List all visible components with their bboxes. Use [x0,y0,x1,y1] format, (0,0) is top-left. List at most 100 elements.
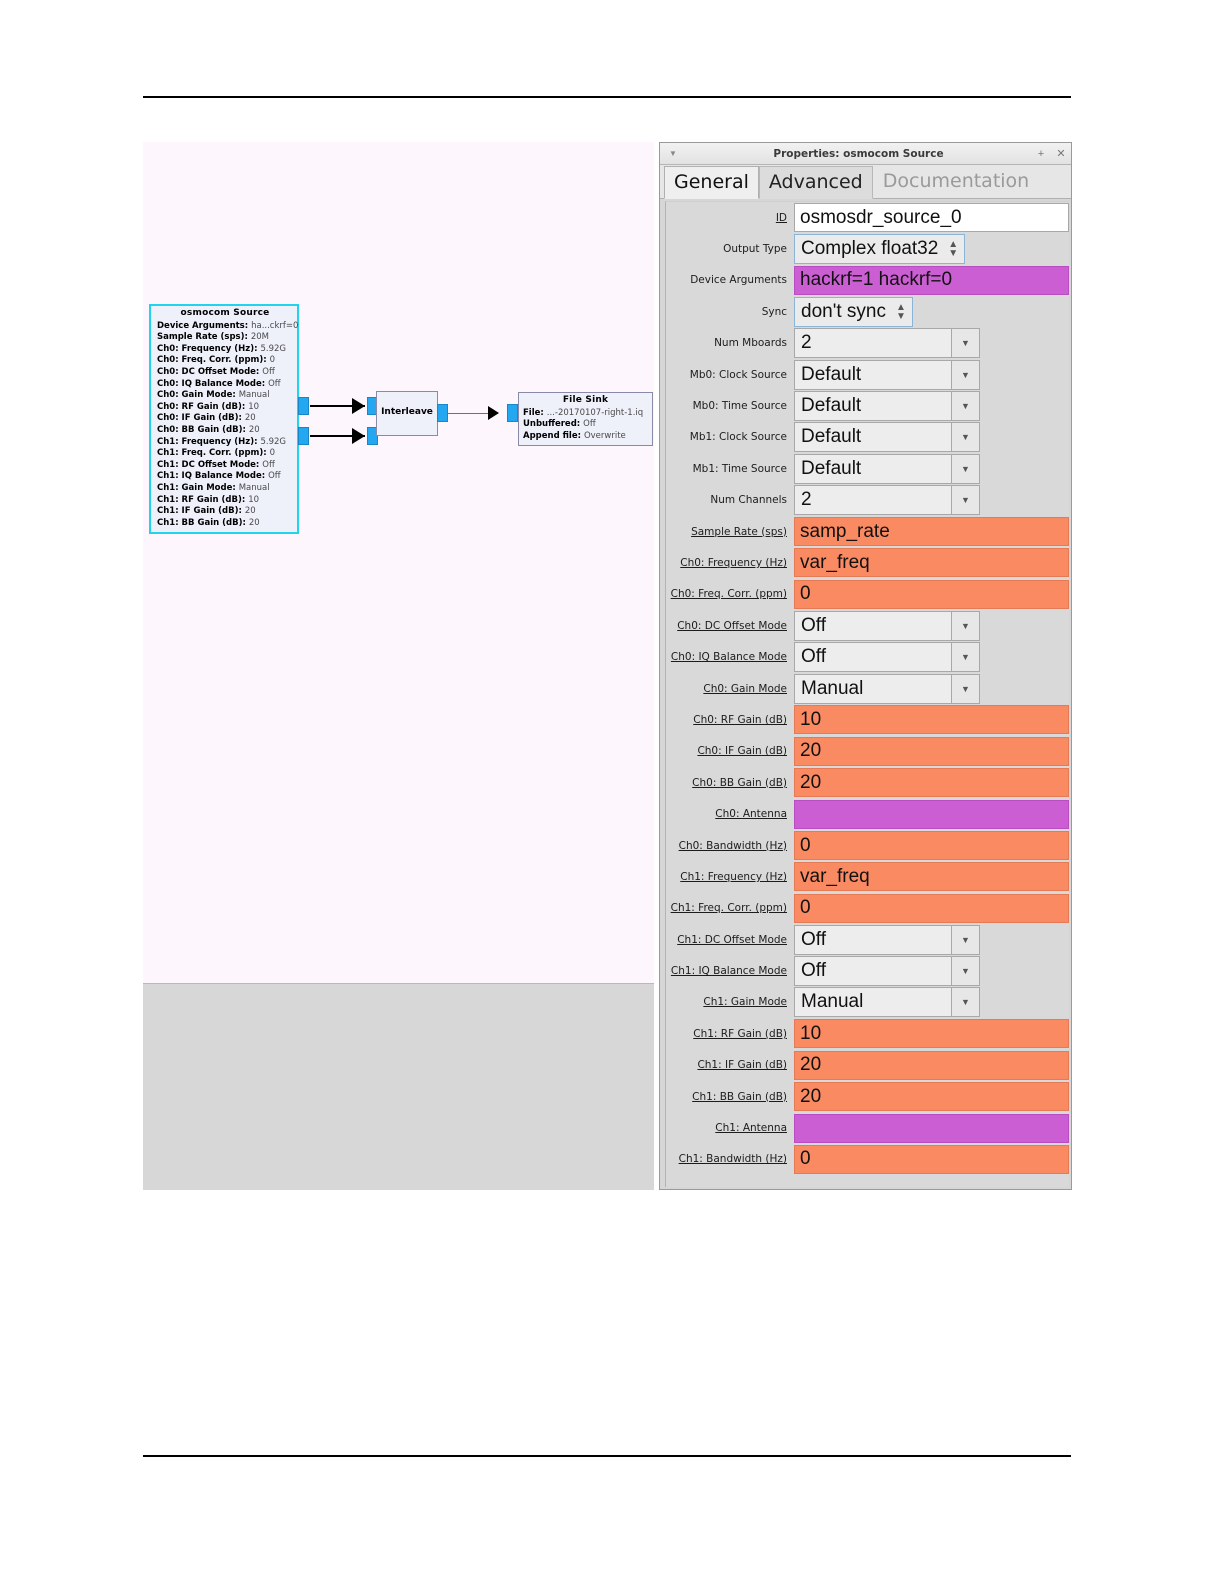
field-control[interactable]: 2▼ [794,328,1069,359]
field-control[interactable]: 0 [794,831,1069,861]
ch1-frequency-hz-input[interactable]: var_freq [794,862,1069,892]
chevron-down-icon[interactable]: ▼ [669,149,677,158]
ch0-if-gain-db-input[interactable]: 20 [794,736,1069,766]
ch0-gain-mode-select[interactable]: Manual▼ [794,673,980,704]
tab-documentation[interactable]: Documentation [882,170,1030,192]
ch0-antenna-input[interactable] [794,799,1069,829]
chevron-down-icon[interactable]: ▼ [952,391,980,422]
ch0-rf-gain-db-input[interactable]: 10 [794,705,1069,735]
field-control[interactable]: 20 [794,1050,1069,1080]
field-control[interactable]: don't sync ▲▼ [794,296,1069,327]
field-control[interactable]: hackrf=1 hackrf=0 [794,265,1069,295]
chevron-down-icon[interactable]: ▼ [952,956,980,987]
field-control[interactable]: Default▼ [794,391,1069,422]
id-input[interactable]: osmosdr_source_0 [794,203,1069,233]
interleave-out-port[interactable] [437,404,448,422]
field-control[interactable]: var_freq [794,548,1069,578]
block-param-row: Ch1: RF Gain (dB): 10 [157,495,293,507]
field-control[interactable]: Off▼ [794,642,1069,673]
field-control[interactable]: Off▼ [794,610,1069,641]
updown-arrows-icon[interactable]: ▲▼ [895,301,906,322]
field-control[interactable]: Default▼ [794,359,1069,390]
field-control[interactable]: 0 [794,893,1069,923]
field-control[interactable]: osmosdr_source_0 [794,203,1069,233]
close-icon[interactable]: ✕ [1056,148,1066,160]
spinner-value: don't sync [801,300,886,322]
chevron-down-icon[interactable]: ▼ [952,924,980,955]
field-control[interactable]: var_freq [794,862,1069,892]
field-control[interactable] [794,799,1069,829]
field-control[interactable]: 10 [794,705,1069,735]
field-control[interactable]: 20 [794,736,1069,766]
source-port-1[interactable] [298,427,309,445]
ch0-dc-offset-mode-select[interactable]: Off▼ [794,610,980,641]
ch1-dc-offset-mode-select[interactable]: Off▼ [794,924,980,955]
dialog-titlebar[interactable]: ▼ Properties: osmocom Source + ✕ [660,143,1071,165]
chevron-down-icon[interactable]: ▼ [952,673,980,704]
mb1-time-source-select[interactable]: Default▼ [794,453,980,484]
ch1-freq-corr-ppm-input[interactable]: 0 [794,893,1069,923]
field-control[interactable]: 0 [794,579,1069,609]
num-channels-select[interactable]: 2▼ [794,485,980,516]
ch0-freq-corr-ppm-input[interactable]: 0 [794,579,1069,609]
chevron-down-icon[interactable]: ▼ [952,359,980,390]
ch1-bb-gain-db-input[interactable]: 20 [794,1082,1069,1112]
block-interleave[interactable]: Interleave [376,391,438,436]
chevron-down-icon[interactable]: ▼ [952,328,980,359]
field-control[interactable]: Default▼ [794,422,1069,453]
mb0-time-source-select[interactable]: Default▼ [794,391,980,422]
field-control[interactable]: 20 [794,1082,1069,1112]
ch1-bandwidth-hz-input[interactable]: 0 [794,1144,1069,1174]
mb1-clock-source-select[interactable]: Default▼ [794,422,980,453]
field-control[interactable]: Off▼ [794,924,1069,955]
ch0-bandwidth-hz-input[interactable]: 0 [794,831,1069,860]
field-control[interactable]: samp_rate [794,517,1069,547]
ch1-gain-mode-select[interactable]: Manual▼ [794,987,980,1018]
source-port-0[interactable] [298,397,309,415]
interleave-in-port-1[interactable] [367,427,378,445]
ch1-if-gain-db-input[interactable]: 20 [794,1050,1069,1080]
block-osmocom-source[interactable]: osmocom Source Device Arguments: ha...ck… [149,304,299,535]
field-control[interactable]: Manual▼ [794,987,1069,1018]
properties-dialog[interactable]: ▼ Properties: osmocom Source + ✕ General… [659,142,1072,1190]
ch0-bb-gain-db-input[interactable]: 20 [794,768,1069,798]
field-control[interactable]: 2▼ [794,485,1069,516]
mb0-clock-source-select[interactable]: Default▼ [794,359,980,390]
chevron-down-icon[interactable]: ▼ [952,485,980,516]
ch0-iq-balance-mode-select[interactable]: Off▼ [794,642,980,673]
chevron-down-icon[interactable]: ▼ [952,422,980,453]
ch1-antenna-input[interactable] [794,1113,1069,1143]
chevron-down-icon[interactable]: ▼ [952,642,980,673]
sync-spinner[interactable]: don't sync ▲▼ [794,296,913,327]
chevron-down-icon[interactable]: ▼ [952,987,980,1018]
field-control[interactable]: Off▼ [794,956,1069,987]
chevron-down-icon[interactable]: ▼ [952,610,980,641]
block-param-row: Ch0: BB Gain (dB): 20 [157,425,293,437]
ch0-frequency-hz-input[interactable]: var_freq [794,548,1069,578]
device-arguments-input[interactable]: hackrf=1 hackrf=0 [794,265,1069,295]
field-control[interactable]: Default▼ [794,453,1069,484]
tab-advanced[interactable]: Advanced [758,166,873,199]
tab-general[interactable]: General [664,166,759,199]
filesink-in-port[interactable] [507,404,518,422]
sample-rate-sps-input[interactable]: samp_rate [794,517,1069,547]
field-control[interactable]: 20 [794,768,1069,798]
field-control[interactable] [794,1113,1069,1143]
field-control[interactable]: 10 [794,1019,1069,1049]
ch1-iq-balance-mode-select[interactable]: Off▼ [794,956,980,987]
updown-arrows-icon[interactable]: ▲▼ [948,239,959,260]
chevron-down-icon[interactable]: ▼ [952,453,980,484]
field-control[interactable]: Complex float32▲▼ [794,234,1069,265]
ch1-rf-gain-db-input[interactable]: 10 [794,1019,1069,1049]
field-control[interactable]: Manual▼ [794,673,1069,704]
field-control[interactable]: 0 [794,1144,1069,1174]
output-type-spinner[interactable]: Complex float32▲▼ [794,234,966,265]
num-mboards-select[interactable]: 2▼ [794,328,980,359]
flowgraph-canvas[interactable]: osmocom Source Device Arguments: ha...ck… [143,142,654,1190]
maximize-icon[interactable]: + [1037,147,1045,160]
